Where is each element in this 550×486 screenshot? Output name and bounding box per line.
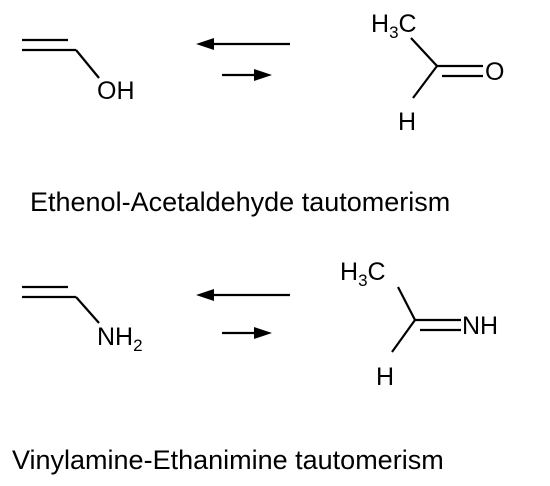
- forward-arrow-head: [254, 69, 272, 81]
- forward-arrow-head: [254, 327, 272, 339]
- ethanimine-methyl-bond: [397, 286, 416, 321]
- equilibrium-arrows-1: [196, 38, 290, 81]
- reaction-ethenol-acetaldehyde: OH H3C O H Ethenol-Acetaldehyde tautomer…: [22, 10, 504, 217]
- ethanimine-c-h-bond: [391, 319, 416, 353]
- ethanimine-hydrogen-label: H: [376, 363, 394, 391]
- vinylamine-c-n-bond: [75, 296, 100, 324]
- acetaldehyde-c-h-bond: [412, 65, 438, 99]
- equilibrium-arrows-2: [196, 289, 290, 339]
- reverse-arrow-head: [196, 289, 214, 301]
- vinylamine-structure: NH2: [22, 285, 143, 355]
- ethanimine-methyl-label: H3C: [340, 258, 386, 290]
- acetaldehyde-hydrogen-label: H: [398, 108, 416, 136]
- ethenol-structure: OH: [22, 38, 135, 105]
- ethanimine-nh-label: NH: [462, 312, 498, 340]
- ethanimine-structure: H3C NH H: [340, 258, 498, 391]
- ethenol-hydroxyl-label: OH: [97, 77, 135, 105]
- caption-vinylamine-ethanimine: Vinylamine-Ethanimine tautomerism: [12, 445, 444, 475]
- acetaldehyde-structure: H3C O H: [371, 10, 504, 136]
- vinylamine-amino-label: NH2: [97, 323, 143, 355]
- caption-ethenol-acetaldehyde: Ethenol-Acetaldehyde tautomerism: [30, 187, 450, 217]
- ethenol-c-o-bond: [75, 49, 100, 79]
- reverse-arrow-head: [196, 38, 214, 50]
- acetaldehyde-methyl-bond: [410, 37, 438, 67]
- acetaldehyde-methyl-label: H3C: [371, 10, 417, 42]
- reaction-vinylamine-ethanimine: NH2 H3C NH H Vinylamine-Ethanimine tauto…: [12, 258, 498, 475]
- acetaldehyde-oxygen-label: O: [485, 58, 504, 86]
